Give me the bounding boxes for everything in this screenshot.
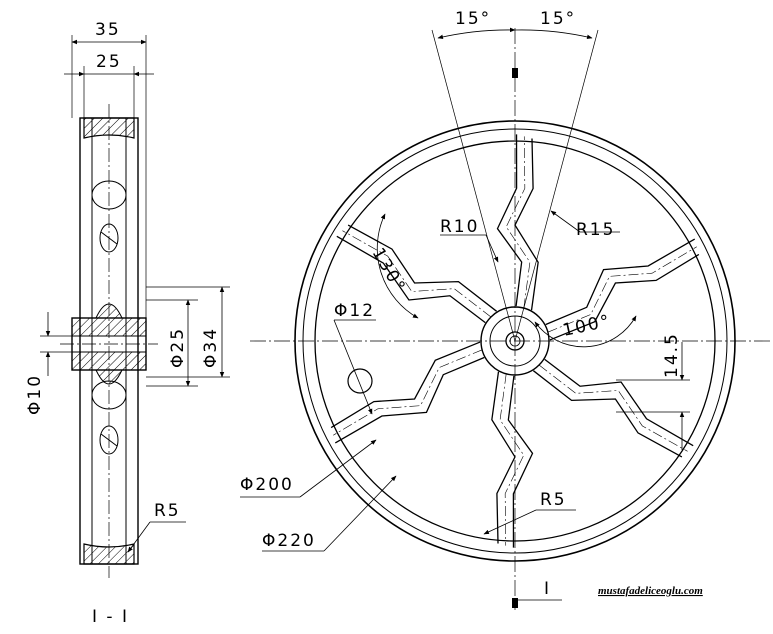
spoke-edge (545, 238, 696, 326)
dim-rim-inner: Φ200 (240, 475, 294, 495)
spoke-edge (507, 375, 534, 548)
spoke-centerline (499, 373, 525, 546)
dim-radius-inner-fillet: R10 (440, 217, 479, 237)
spoke-centerline (505, 136, 531, 309)
spoke-3 (532, 358, 694, 458)
section-view: 35 25 Φ10 Φ25 Φ34 R5 I - I (25, 20, 230, 627)
dim-hub-outer: Φ34 (201, 327, 221, 368)
spoke-centerline (342, 230, 492, 318)
watermark: mustafadeliceoglu.com (598, 585, 703, 597)
spoke-edge (491, 371, 516, 544)
spoke-2 (545, 238, 700, 341)
spoke-1 (496, 134, 539, 311)
dim-fillet-section: R5 (154, 501, 181, 521)
spoke-edge (532, 370, 683, 458)
angle-bend-2: 100° (561, 311, 613, 341)
spoke-edge (549, 253, 700, 341)
angle-left: 15° (455, 9, 491, 29)
spoke-edge (544, 358, 694, 447)
spoke-5 (330, 341, 485, 444)
section-title: I - I (92, 607, 129, 627)
angle-right: 15° (540, 9, 576, 29)
dim-offset: 14.5 (662, 332, 682, 378)
spoke-edge (330, 341, 481, 429)
dim-rim-outer: Φ220 (262, 531, 316, 551)
spoke-centerline (547, 246, 697, 333)
dim-radius-outer-fillet: R15 (576, 220, 615, 240)
dim-rim-width: 25 (96, 52, 122, 72)
dim-bore: Φ10 (25, 374, 45, 415)
spoke-edge (514, 138, 539, 311)
dim-hub-inner: Φ25 (168, 327, 188, 368)
dim-fillet-front: R5 (540, 490, 567, 510)
spoke-hole (347, 368, 373, 394)
spoke-cut-4 (99, 425, 119, 455)
spoke-centerline (538, 364, 688, 452)
spoke-edge (334, 356, 485, 444)
front-view: 15° 15° R15 R10 130° 100° Φ12 14.5 Φ200 (240, 9, 770, 610)
spoke-centerline (333, 349, 483, 436)
spoke-edge (496, 134, 523, 307)
dim-overall-width: 35 (95, 20, 121, 40)
section-mark: I (544, 579, 551, 599)
angle-bend-1: 130° (368, 245, 410, 297)
spoke-4 (491, 371, 534, 548)
dim-spoke-hole: Φ12 (334, 301, 375, 321)
